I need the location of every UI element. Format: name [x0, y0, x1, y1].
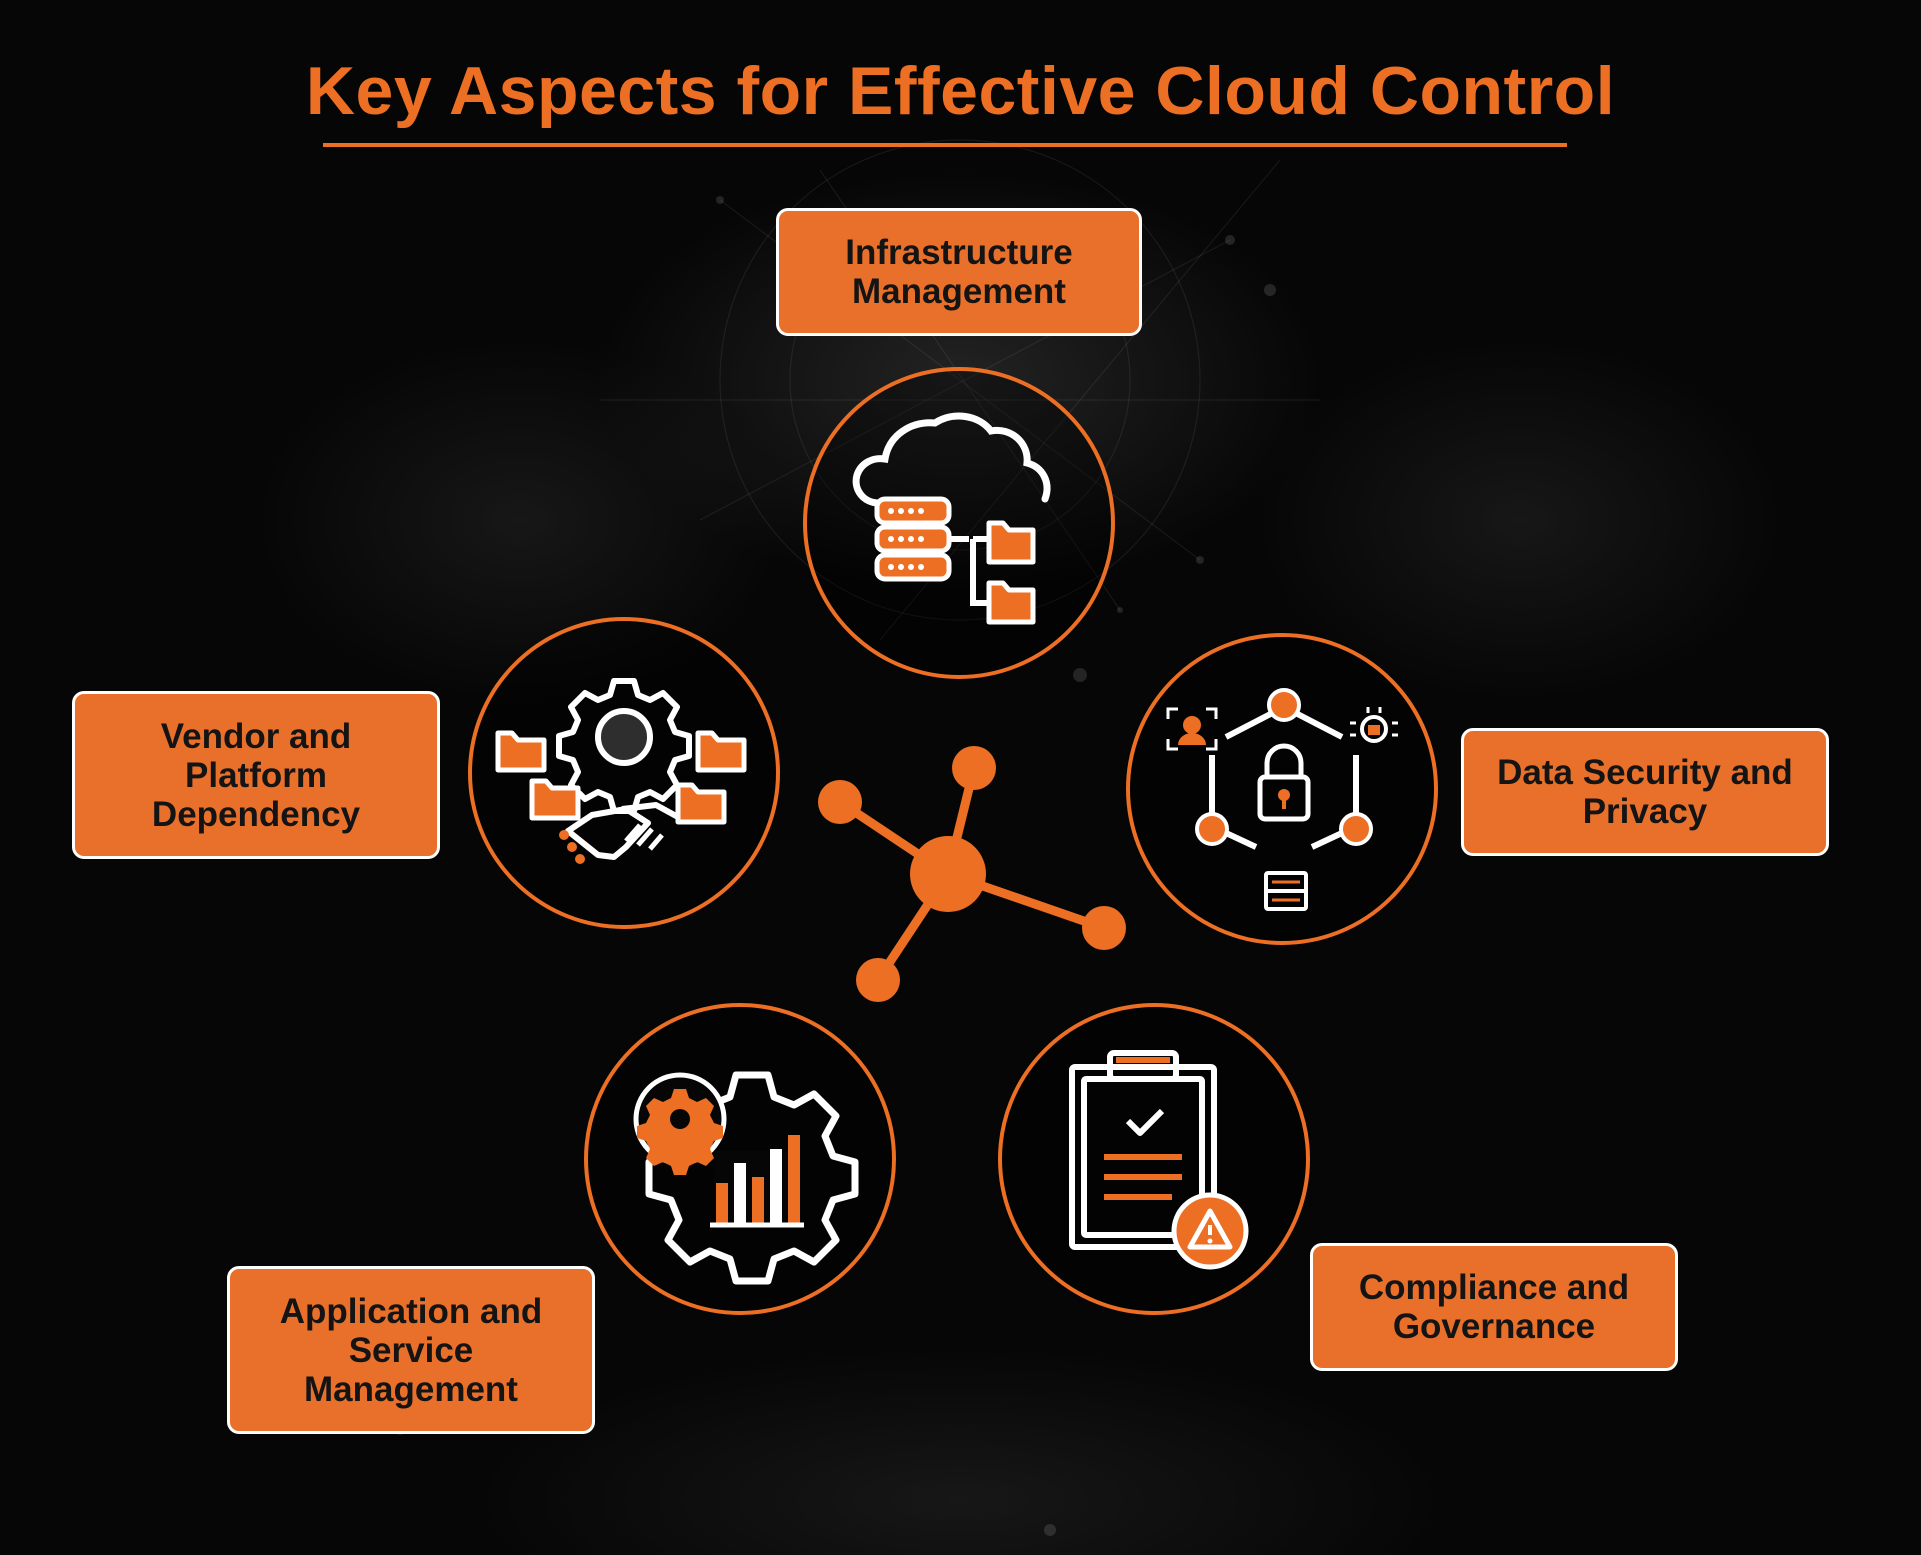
gear-handshake-folders-icon — [495, 678, 747, 864]
title-underline — [323, 143, 1567, 147]
label-text: Vendor and Platform Dependency — [151, 716, 361, 834]
label-infrastructure-management: Infrastructure Management — [776, 208, 1142, 336]
gear-bar-chart-icon — [633, 1071, 859, 1285]
circle-compliance-governance — [998, 1003, 1310, 1315]
circle-application-service-management — [584, 1003, 896, 1315]
security-network-lock-icon — [1166, 688, 1398, 911]
label-application-service-management: Application and Service Management — [227, 1266, 595, 1434]
label-text: Compliance and Governance — [1358, 1268, 1630, 1346]
network-hub-icon — [818, 746, 1126, 1002]
label-text: Data Security and Privacy — [1497, 753, 1793, 831]
circle-vendor-platform-dependency — [468, 617, 780, 929]
label-text: Application and Service Management — [279, 1291, 543, 1409]
label-vendor-platform-dependency: Vendor and Platform Dependency — [72, 691, 440, 859]
label-text: Infrastructure Management — [845, 233, 1073, 311]
label-compliance-governance: Compliance and Governance — [1310, 1243, 1678, 1371]
page-title: Key Aspects for Effective Cloud Control — [305, 53, 1616, 129]
clipboard-warning-icon — [1069, 1050, 1249, 1270]
cloud-server-folders-icon — [852, 412, 1051, 625]
circle-data-security-privacy — [1126, 633, 1438, 945]
circle-infrastructure-management — [803, 367, 1115, 679]
label-data-security-privacy: Data Security and Privacy — [1461, 728, 1829, 856]
